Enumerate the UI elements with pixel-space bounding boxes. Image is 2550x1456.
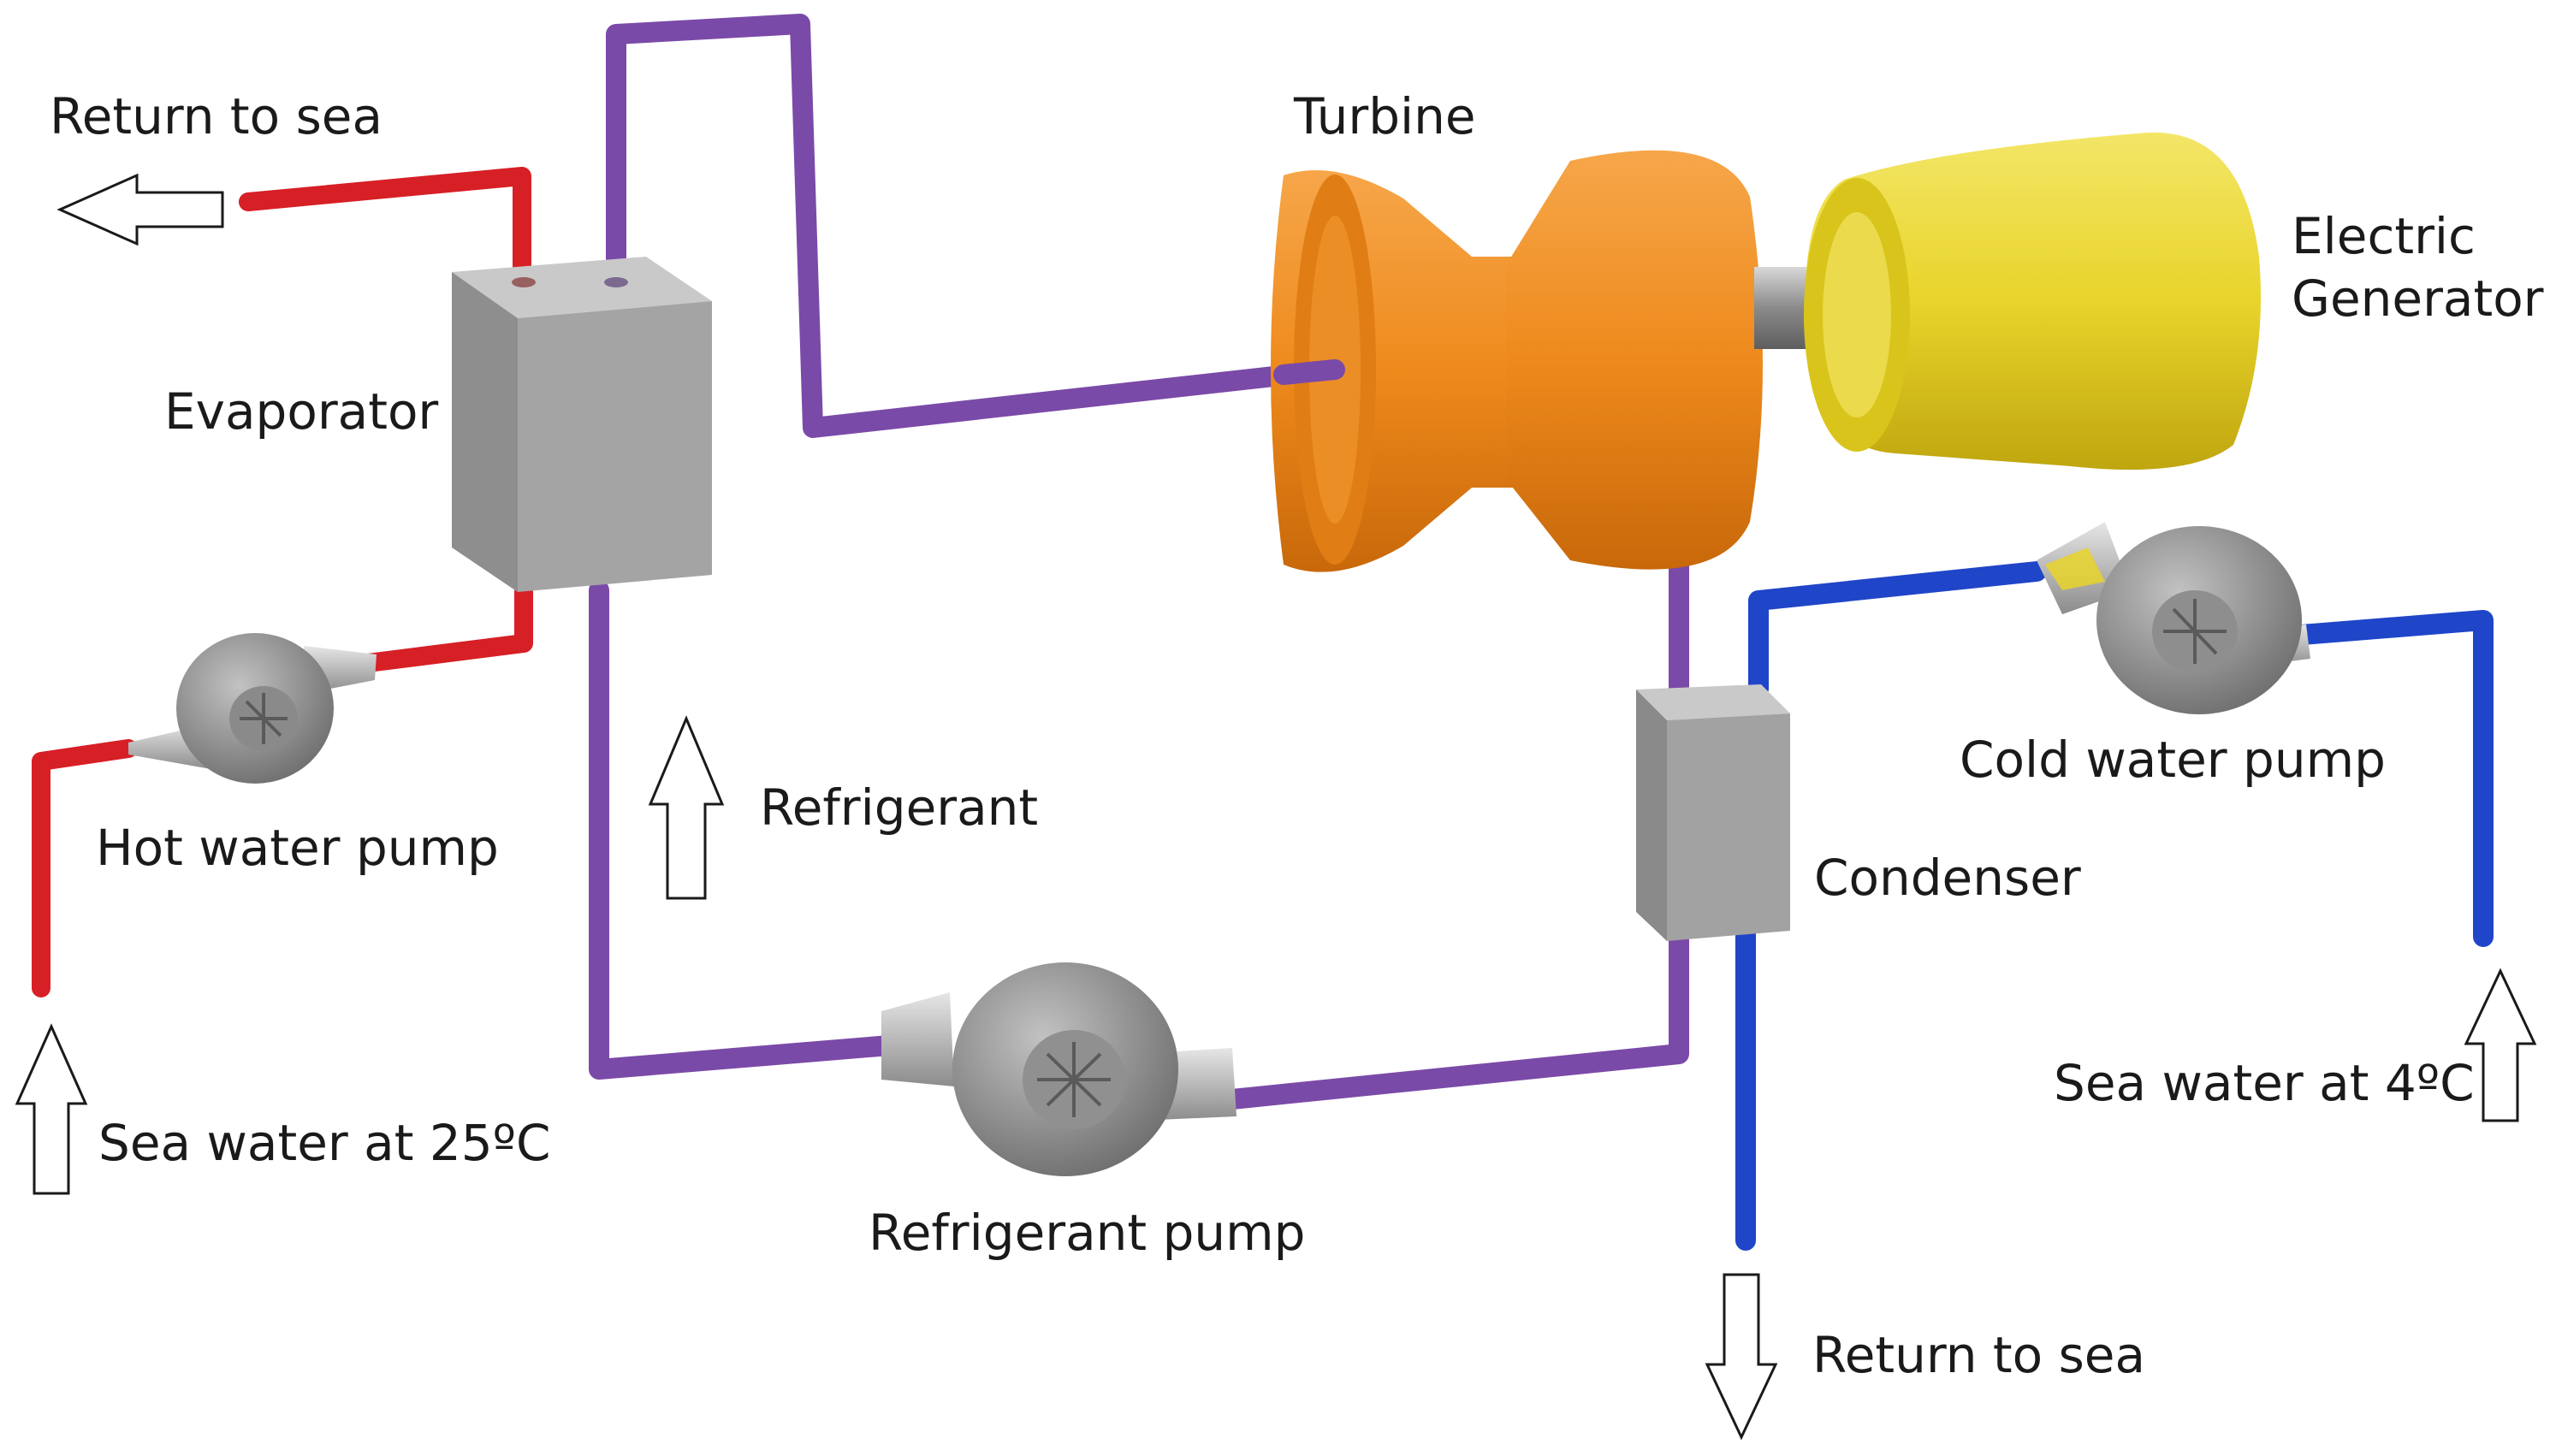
refrigerant-pump-outlet-pipe xyxy=(1222,922,1689,1110)
hot-water-supply-pipe xyxy=(32,739,138,997)
refrigerant-loop xyxy=(589,14,1689,1110)
sea-water-cold-label: Sea water at 4ºC xyxy=(2054,1054,2475,1112)
cold-water-loop xyxy=(1735,561,2494,1251)
hot-water-pump xyxy=(128,633,377,784)
refrigerant-pump xyxy=(881,962,1236,1176)
hot-water-return-pipe xyxy=(239,167,531,292)
electric-generator-label: Electric Generator xyxy=(2292,207,2544,328)
return-to-sea-top-arrow xyxy=(56,173,224,246)
turbine-label: Turbine xyxy=(1294,87,1476,145)
cold-water-pump-label: Cold water pump xyxy=(1960,731,2386,789)
refrigerant-pump-label: Refrigerant pump xyxy=(869,1204,1306,1262)
sea-water-warm-inlet-arrow xyxy=(15,1023,88,1195)
evaporator-box xyxy=(452,257,712,592)
return-to-sea-bottom-label: Return to sea xyxy=(1812,1326,2146,1384)
cold-water-pump-outlet-pipe xyxy=(1748,561,2047,699)
turbine-body xyxy=(1271,150,1763,572)
cold-water-pump xyxy=(2037,522,2310,714)
sea-water-cold-inlet-arrow xyxy=(2464,968,2537,1122)
return-to-sea-top-label: Return to sea xyxy=(50,87,383,145)
refrigerant-liquid-pipe xyxy=(589,580,900,1080)
hot-water-loop xyxy=(32,167,533,997)
refrigerant-vapor-pipe xyxy=(606,14,1345,438)
electric-generator-body xyxy=(1804,132,2261,471)
refrigerant-flow-arrow xyxy=(648,715,725,900)
condenser-box xyxy=(1636,684,1790,941)
hot-water-pump-outlet-pipe xyxy=(359,583,533,672)
sea-water-warm-label: Sea water at 25ºC xyxy=(98,1114,551,1172)
evaporator-label: Evaporator xyxy=(164,382,439,441)
condenser-label: Condenser xyxy=(1814,849,2081,907)
cold-water-supply-pipe xyxy=(2292,610,2494,947)
refrigerant-label: Refrigerant xyxy=(760,778,1039,837)
return-to-sea-bottom-arrow xyxy=(1705,1273,1778,1441)
hot-water-pump-label: Hot water pump xyxy=(96,819,499,877)
